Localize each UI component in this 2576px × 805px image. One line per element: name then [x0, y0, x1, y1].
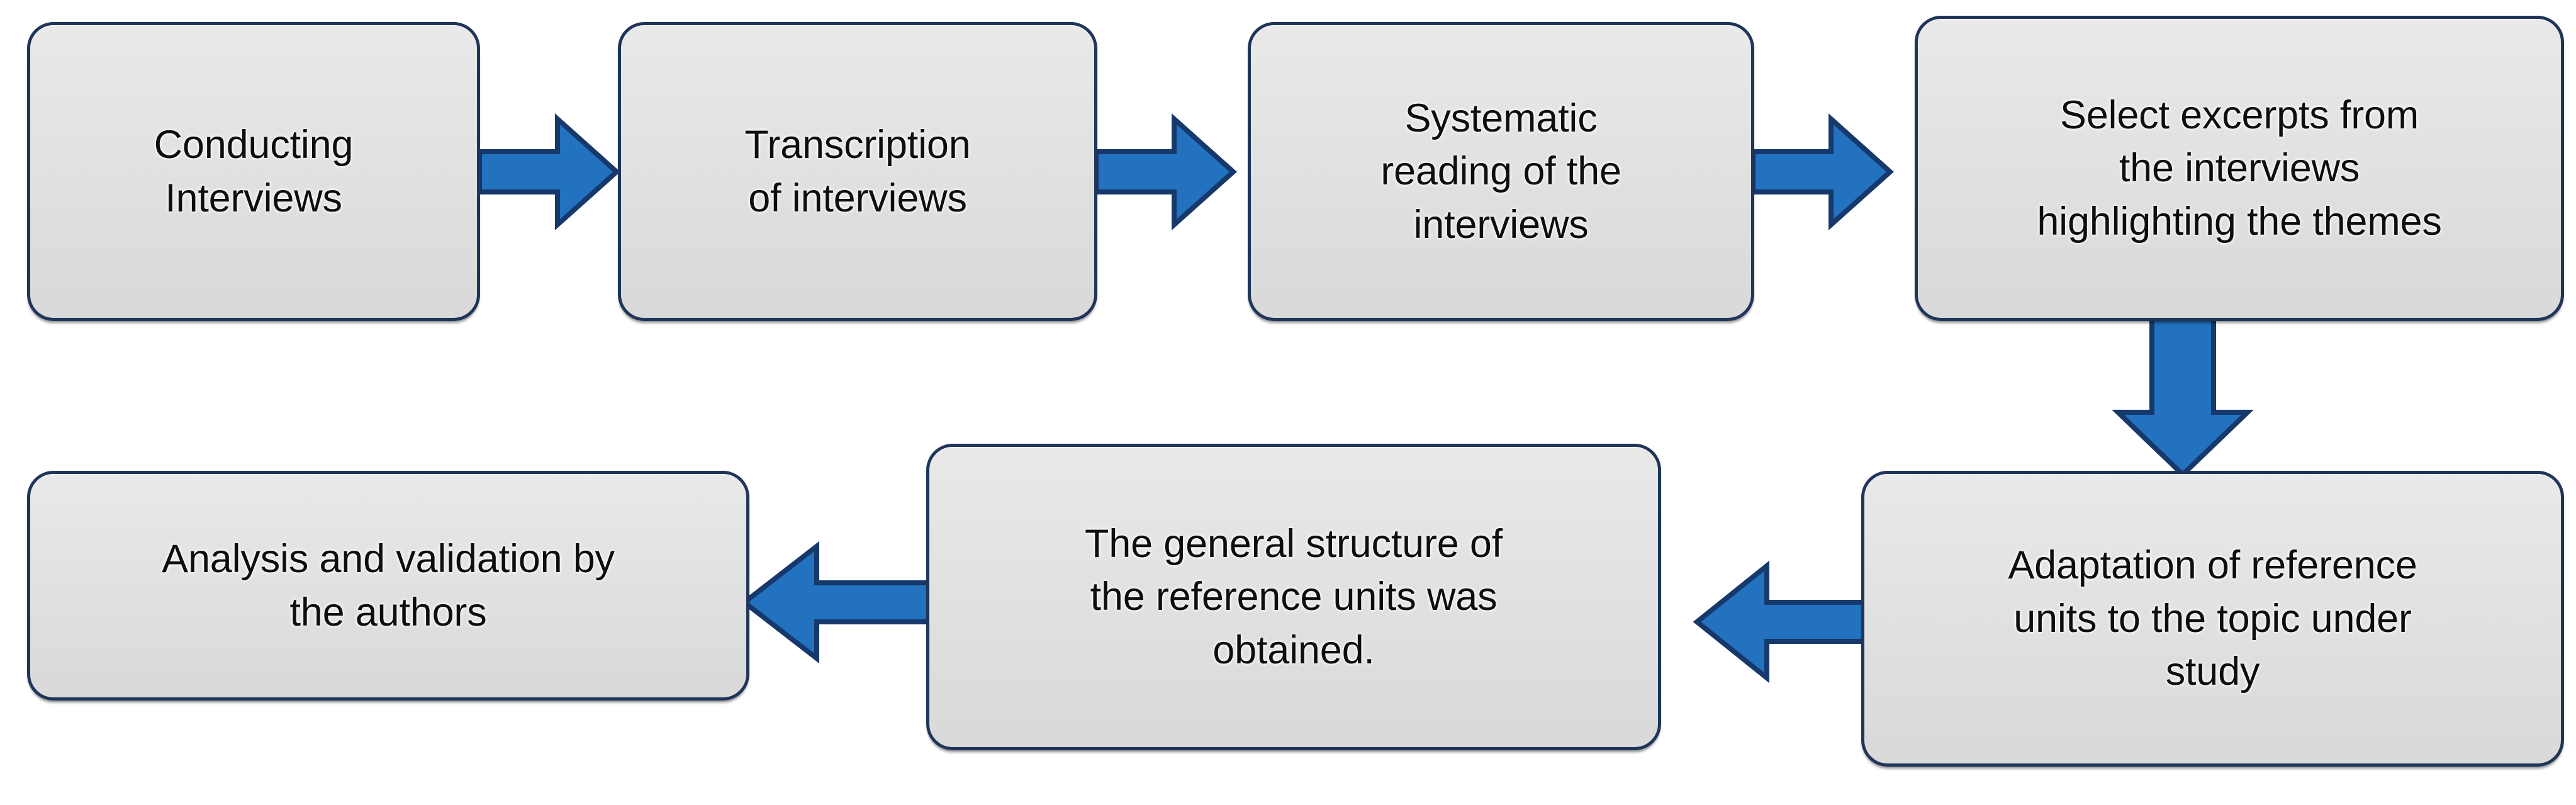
process-node-systematic-reading[interactable]: Systematic reading of the interviews: [1248, 22, 1754, 321]
arrow-left-2: [740, 541, 939, 664]
process-node-label: Transcription of interviews: [744, 123, 971, 220]
process-node-select-excerpts[interactable]: Select excerpts from the interviews high…: [1915, 16, 2564, 321]
arrow-right-2: [1094, 113, 1238, 230]
arrow-right-1: [477, 113, 621, 230]
process-node-label: The general structure of the reference u…: [1084, 521, 1503, 672]
process-node-label: Adaptation of reference units to the top…: [2008, 543, 2417, 694]
process-node-label: Systematic reading of the interviews: [1380, 96, 1621, 247]
process-node-conducting-interviews[interactable]: Conducting Interviews: [27, 22, 480, 321]
process-node-general-structure-obtained[interactable]: The general structure of the reference u…: [926, 444, 1661, 750]
process-node-analysis-and-validation[interactable]: Analysis and validation by the authors: [27, 471, 749, 701]
arrow-down-1: [2112, 315, 2254, 478]
process-node-adaptation-of-reference-units[interactable]: Adaptation of reference units to the top…: [1861, 471, 2564, 767]
process-node-label: Select excerpts from the interviews high…: [2037, 93, 2442, 244]
process-node-label: Analysis and validation by the authors: [162, 537, 615, 634]
process-node-transcription-of-interviews[interactable]: Transcription of interviews: [618, 22, 1097, 321]
arrow-left-1: [1693, 560, 1873, 684]
arrow-right-3: [1750, 113, 1895, 230]
process-node-label: Conducting Interviews: [154, 123, 354, 220]
